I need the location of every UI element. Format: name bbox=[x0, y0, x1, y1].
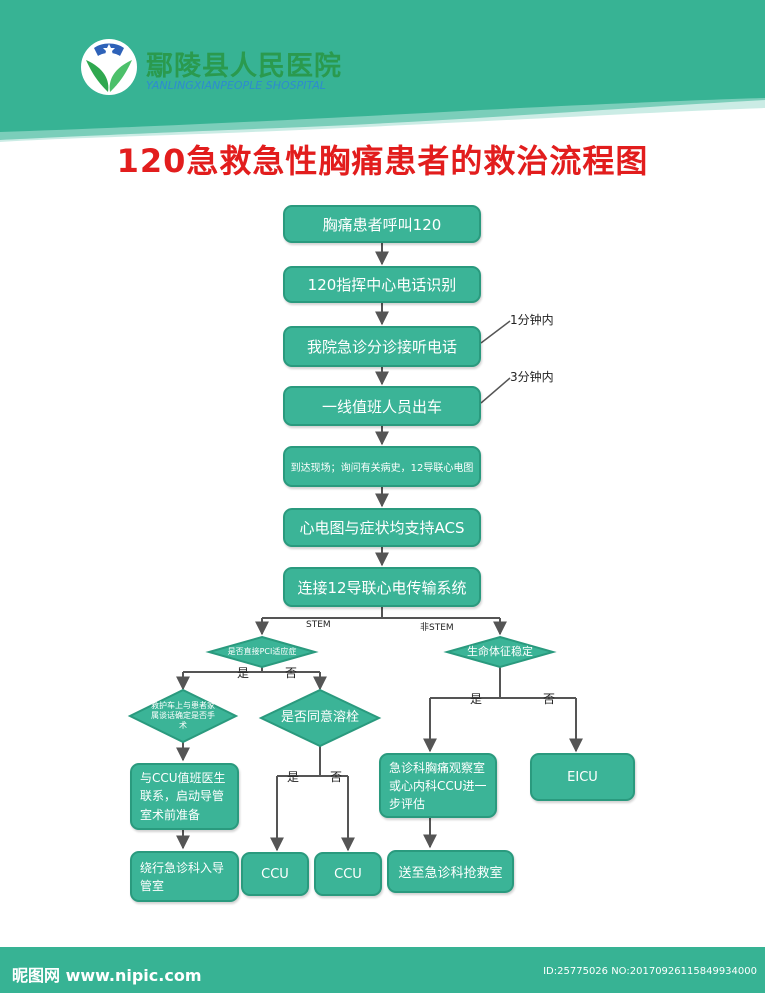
decision-lysis-diamond bbox=[258, 688, 382, 748]
box-ccu-right: CCU bbox=[314, 852, 382, 896]
header-band bbox=[0, 0, 765, 140]
step-dispatch-team: 一线值班人员出车 bbox=[283, 386, 481, 426]
step-connect-ecg: 连接12导联心电传输系统 bbox=[283, 567, 481, 607]
footer-band bbox=[0, 947, 765, 993]
decision-talk-diamond bbox=[127, 688, 239, 744]
step-triage-answer: 我院急诊分诊接听电话 bbox=[283, 326, 481, 367]
label-no-lysis: 否 bbox=[330, 770, 343, 784]
decision-talk-text: 救护车上与患者家属谈话确定是否手术 bbox=[151, 701, 215, 730]
step-dispatch-identify: 120指挥中心电话识别 bbox=[283, 266, 481, 303]
decision-stable-text: 生命体征稳定 bbox=[467, 645, 533, 659]
label-no-pci: 否 bbox=[285, 666, 298, 680]
box-rescue-room: 送至急诊科抢救室 bbox=[387, 850, 514, 893]
step-patient-calls-120: 胸痛患者呼叫120 bbox=[283, 205, 481, 243]
footer-id: ID:25775026 NO:20170926115849934000 bbox=[543, 966, 757, 977]
box-observation: 急诊科胸痛观察室或心内科CCU进一步评估 bbox=[379, 753, 497, 818]
decision-stable-diamond bbox=[443, 635, 557, 669]
box-ccu-left: CCU bbox=[241, 852, 309, 896]
hospital-name-english: YANLINGXIANPEOPLE SHOSPITAL bbox=[146, 79, 326, 92]
box-bypass-to-cath: 绕行急诊科入导管室 bbox=[130, 851, 239, 902]
step-arrive-scene: 到达现场；询问有关病史，12导联心电图 bbox=[283, 446, 481, 487]
label-yes-lysis: 是 bbox=[287, 770, 300, 784]
box-contact-ccu: 与CCU值班医生联系，启动导管室术前准备 bbox=[130, 763, 239, 830]
footer-watermark: 昵图网 www.nipic.com bbox=[12, 966, 202, 985]
hospital-name: 鄢陵县人民医院 bbox=[146, 51, 342, 82]
decision-pci-diamond bbox=[205, 635, 319, 669]
note-1min: 1分钟内 bbox=[510, 313, 554, 327]
box-eicu: EICU bbox=[530, 753, 635, 801]
note-3min: 3分钟内 bbox=[510, 370, 554, 384]
branch-label-stem: STEM bbox=[306, 620, 331, 630]
page-title: 120急救急性胸痛患者的救治流程图 bbox=[116, 142, 649, 180]
decision-pci-text: 是否直接PCI适应症 bbox=[227, 647, 297, 656]
label-no-stable: 否 bbox=[543, 692, 556, 706]
hospital-logo bbox=[81, 39, 137, 95]
label-yes-stable: 是 bbox=[470, 692, 483, 706]
step-ecg-acs: 心电图与症状均支持ACS bbox=[283, 508, 481, 547]
decision-lysis-text: 是否同意溶栓 bbox=[280, 709, 359, 725]
label-yes-pci: 是 bbox=[237, 666, 250, 680]
branch-label-nonstem: 非STEM bbox=[420, 623, 454, 633]
